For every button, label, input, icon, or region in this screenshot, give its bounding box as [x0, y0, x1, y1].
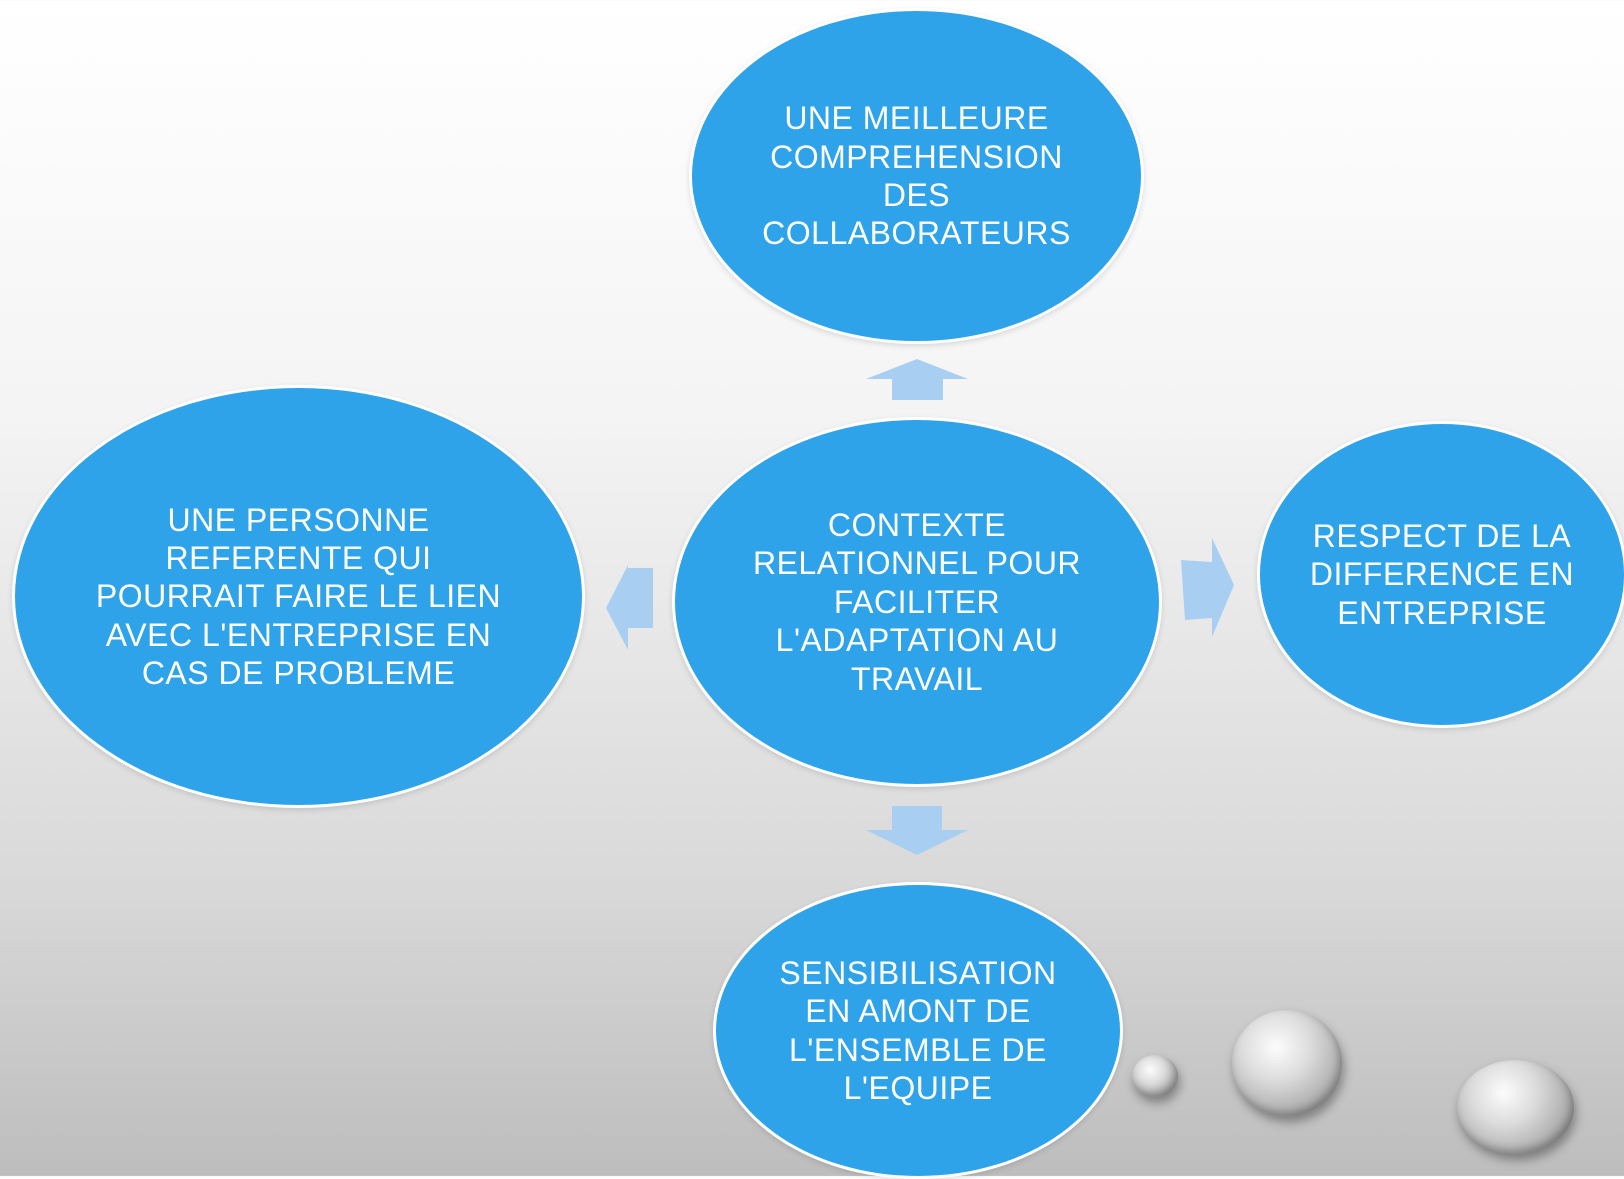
arrow-right [1181, 538, 1234, 637]
node-left-label: UNE PERSONNE REFERENTE QUI POURRAIT FAIR… [95, 501, 502, 692]
bubble-medium-decoration [1232, 1010, 1342, 1116]
node-right-label: RESPECT DE LA DIFFERENCE EN ENTREPRISE [1309, 517, 1575, 631]
node-center-label: CONTEXTE RELATIONNEL POUR FACILITER L'AD… [752, 507, 1082, 697]
arrow-up [866, 359, 968, 400]
arrow-down [866, 806, 968, 855]
bubble-small-decoration [1132, 1055, 1178, 1097]
node-top: UNE MEILLEURE COMPREHENSION DES COLLABOR… [689, 8, 1144, 344]
arrow-left [606, 565, 653, 650]
node-bottom: SENSIBILISATION EN AMONT DE L'ENSEMBLE D… [713, 882, 1123, 1179]
node-top-label: UNE MEILLEURE COMPREHENSION DES COLLABOR… [762, 100, 1071, 252]
node-right: RESPECT DE LA DIFFERENCE EN ENTREPRISE [1257, 421, 1624, 728]
bubble-large-decoration [1457, 1060, 1574, 1154]
node-center: CONTEXTE RELATIONNEL POUR FACILITER L'AD… [672, 417, 1162, 787]
node-bottom-label: SENSIBILISATION EN AMONT DE L'ENSEMBLE D… [779, 954, 1057, 1106]
node-left: UNE PERSONNE REFERENTE QUI POURRAIT FAIR… [12, 385, 585, 808]
